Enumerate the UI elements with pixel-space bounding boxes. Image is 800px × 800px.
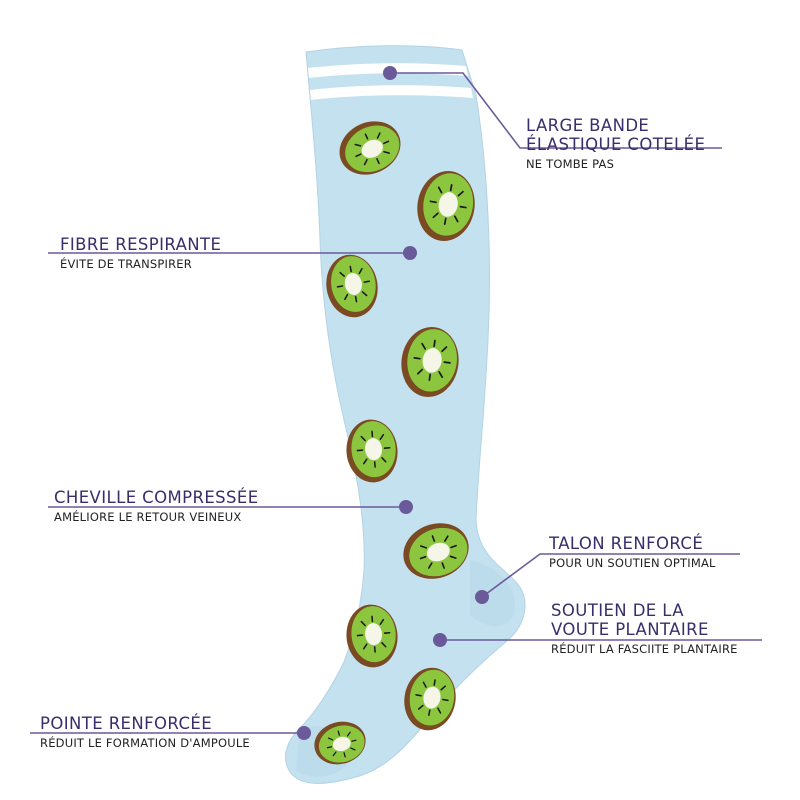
callout-heel-title: TALON RENFORCÉ — [549, 534, 704, 553]
callout-ankle: CHEVILLE COMPRESSÉE AMÉLIORE LE RETOUR V… — [54, 488, 259, 524]
callout-cuff-subtitle: NE TOMBE PAS — [526, 157, 615, 171]
callout-toe-title: POINTE RENFORCÉE — [40, 714, 213, 733]
callout-lines — [30, 72, 762, 734]
heel-shading — [470, 560, 515, 627]
callout-heel-subtitle: POUR UN SOUTIEN OPTIMAL — [549, 556, 716, 570]
callout-fibre-subtitle: ÉVITE DE TRANSPIRER — [60, 257, 192, 271]
callout-arch-subtitle: RÉDUIT LA FASCIITE PLANTAIRE — [551, 642, 738, 656]
heel-leader-line — [481, 553, 740, 598]
callout-dot-icon — [383, 66, 397, 80]
callout-dot-icon — [475, 590, 489, 604]
callout-dot-icon — [297, 726, 311, 740]
sock-body — [285, 45, 526, 784]
callout-dot-icon — [403, 246, 417, 260]
callout-arch-title-line1: SOUTIEN DE LA — [551, 601, 684, 620]
cuff-stripe-bottom — [310, 85, 473, 100]
callout-arch: SOUTIEN DE LA VOUTE PLANTAIRE RÉDUIT LA … — [551, 601, 738, 656]
callout-ankle-title: CHEVILLE COMPRESSÉE — [54, 488, 259, 507]
callout-arch-title-line2: VOUTE PLANTAIRE — [551, 620, 709, 639]
callout-ankle-subtitle: AMÉLIORE LE RETOUR VEINEUX — [54, 510, 242, 524]
cuff-leader-line — [390, 72, 722, 149]
callout-cuff-title-line2: ÉLASTIQUE COTELÉE — [526, 135, 706, 154]
callout-dots — [297, 66, 489, 740]
callout-toe: POINTE RENFORCÉE RÉDUIT LE FORMATION D'A… — [40, 714, 250, 750]
callout-heel: TALON RENFORCÉ POUR UN SOUTIEN OPTIMAL — [549, 534, 716, 570]
callout-fibre-title: FIBRE RESPIRANTE — [60, 235, 222, 254]
callout-dot-icon — [433, 633, 447, 647]
callout-cuff-title-line1: LARGE BANDE — [526, 116, 650, 135]
callout-fibre: FIBRE RESPIRANTE ÉVITE DE TRANSPIRER — [60, 235, 221, 271]
callout-dot-icon — [399, 500, 413, 514]
callout-toe-subtitle: RÉDUIT LE FORMATION D'AMPOULE — [40, 736, 250, 750]
callout-cuff: LARGE BANDE ÉLASTIQUE COTELÉE NE TOMBE P… — [526, 116, 705, 171]
